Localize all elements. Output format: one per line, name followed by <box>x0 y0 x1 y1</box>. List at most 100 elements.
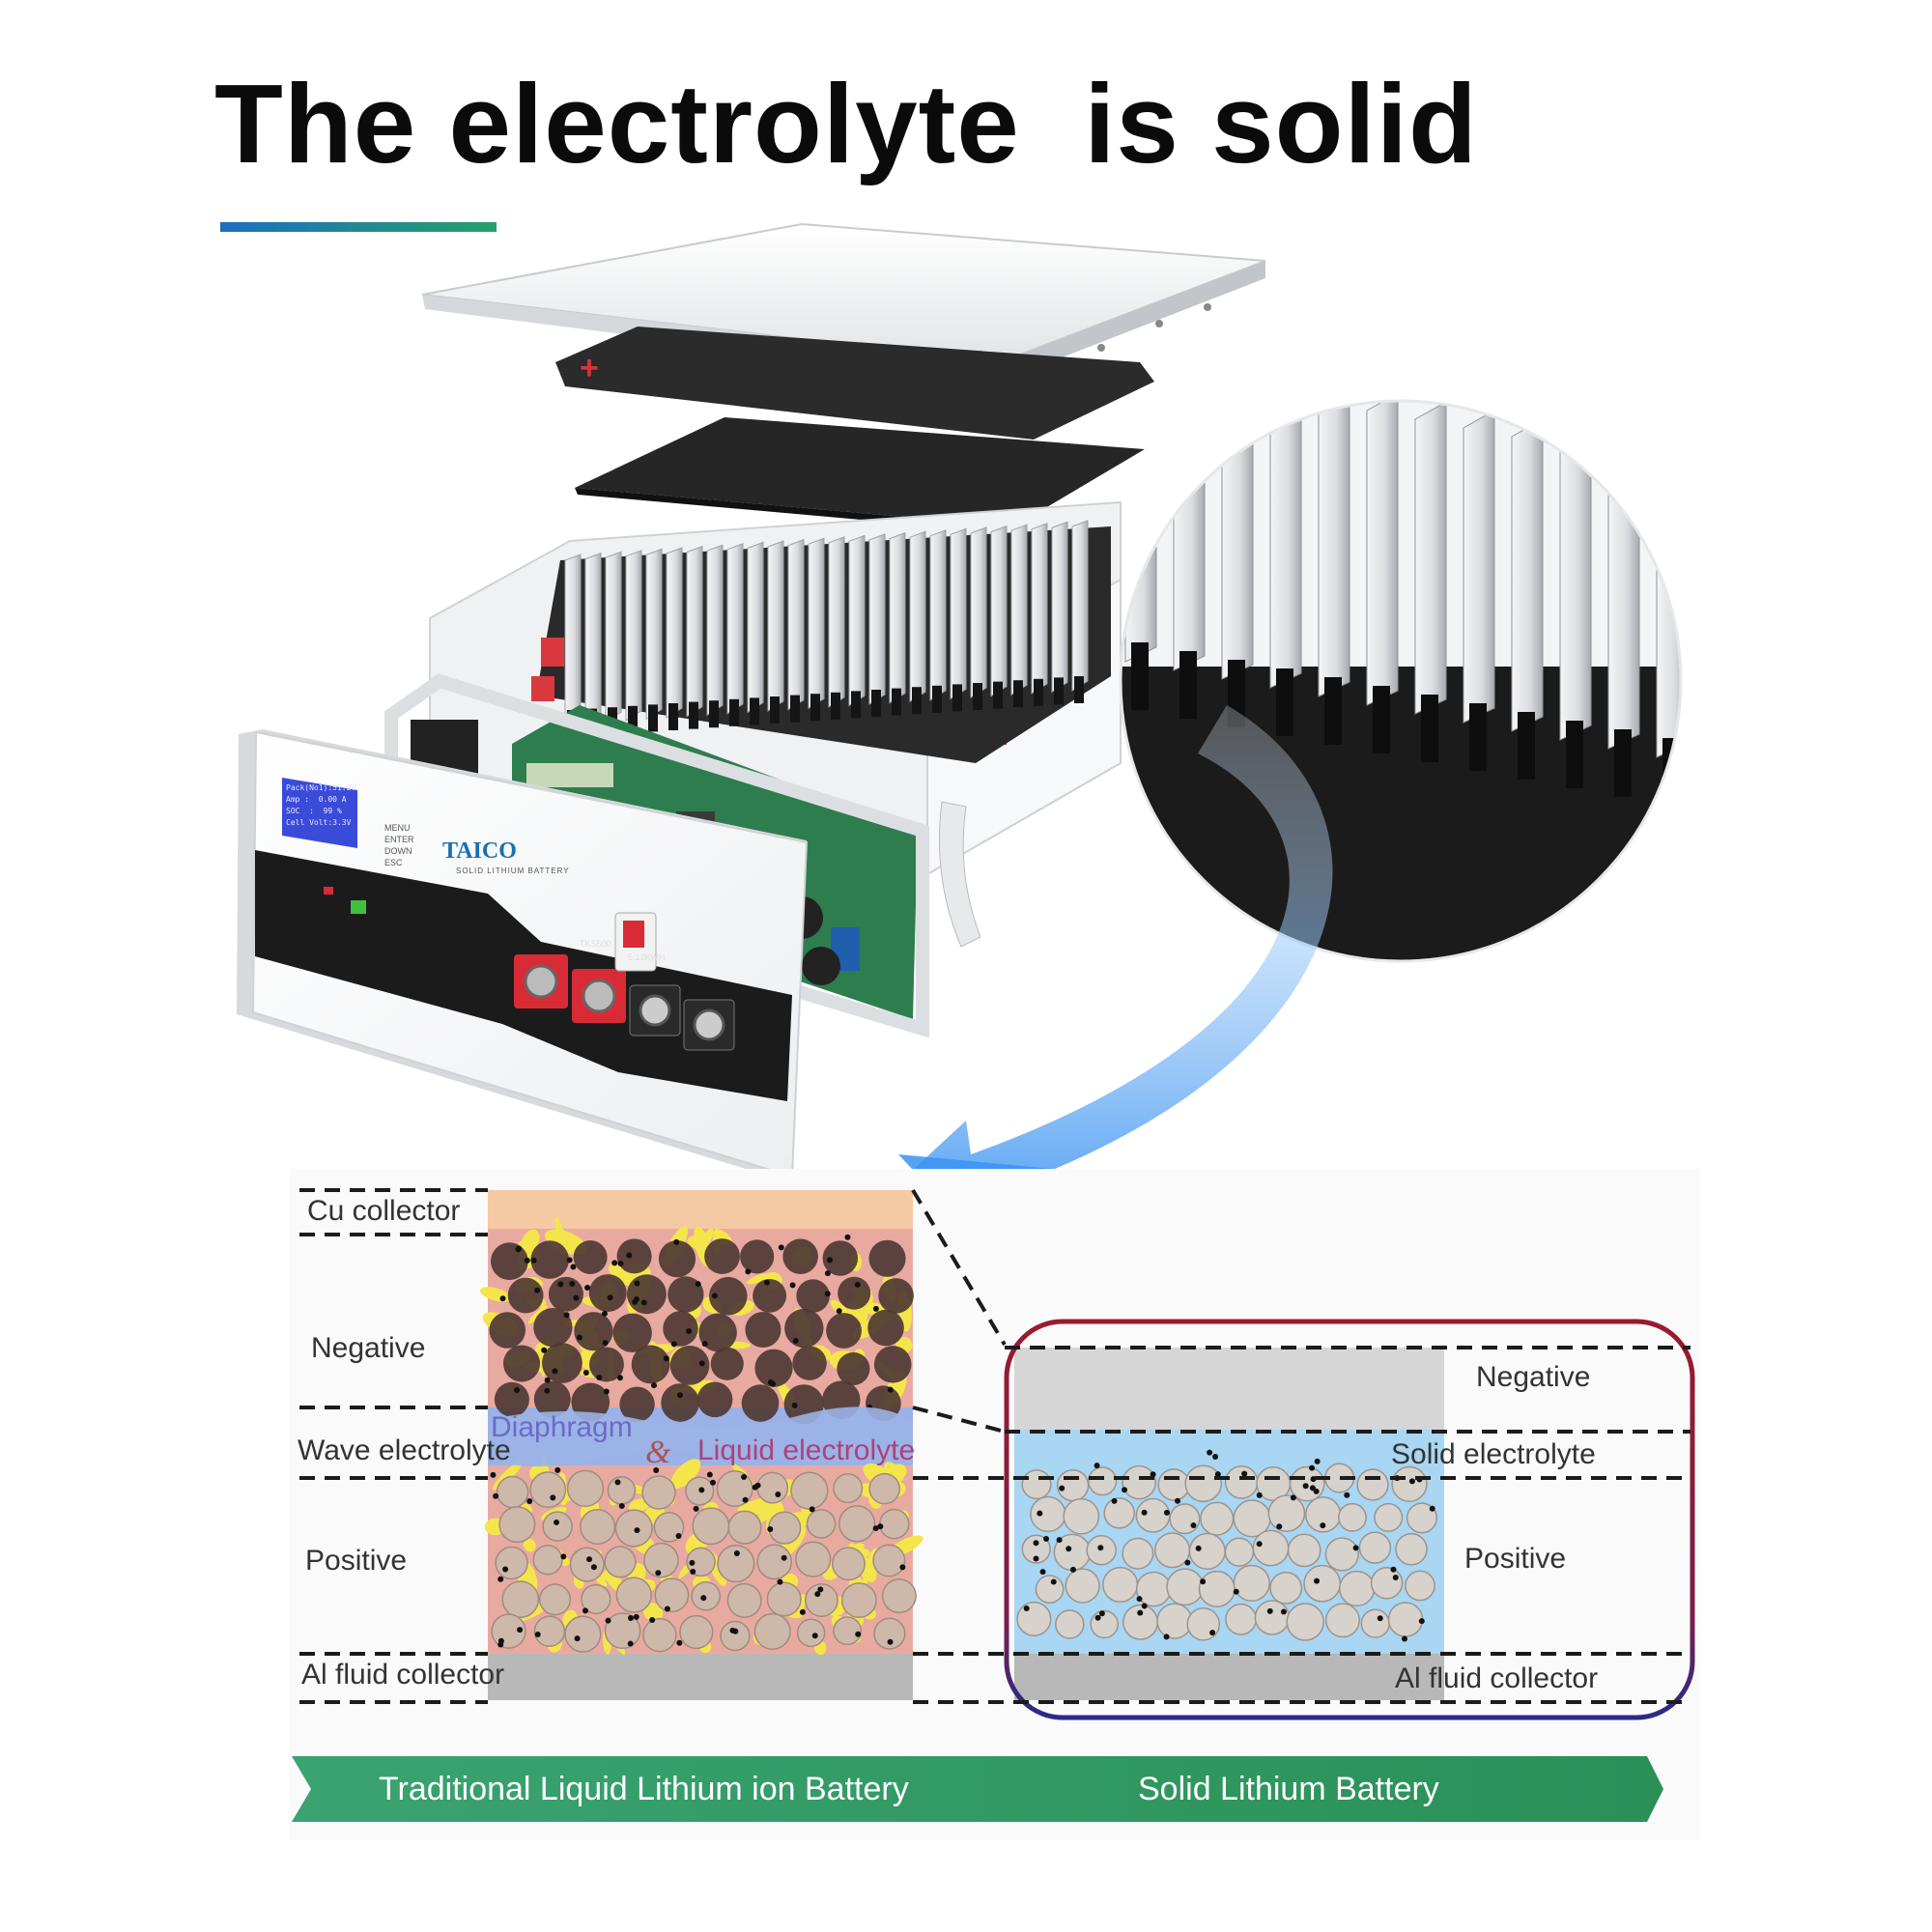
lithium-ion-dot <box>872 1525 879 1532</box>
banner-traditional-label: Traditional Liquid Lithium ion Battery <box>379 1771 909 1807</box>
positive-particle <box>838 1505 876 1543</box>
lithium-ion-dot <box>781 1554 787 1561</box>
negative-particle <box>626 1274 667 1315</box>
solid-lithium-ion-dot <box>1111 1497 1118 1504</box>
negative-particle <box>507 1277 544 1314</box>
positive-particle <box>679 1614 714 1650</box>
solid-lithium-ion-dot <box>1344 1492 1350 1498</box>
positive-particle <box>641 1475 676 1510</box>
solid-positive-particle <box>1225 1603 1258 1635</box>
positive-particle <box>496 1475 529 1509</box>
lithium-ion-dot <box>530 1257 537 1264</box>
negative-particle <box>658 1240 696 1278</box>
zoom-cell-tab <box>1711 747 1728 814</box>
negative-particle <box>573 1239 608 1274</box>
lithium-ion-dot <box>698 1360 705 1367</box>
solid-lithium-ion-dot <box>1241 1470 1248 1477</box>
positive-particle <box>542 1511 573 1542</box>
lcd-line-1: Pack(No1):51.2V <box>286 783 356 792</box>
solid-positive-particle <box>1254 1600 1291 1635</box>
cell-tab <box>628 705 638 733</box>
negative-particle <box>589 1347 624 1382</box>
lithium-ion-dot <box>855 1631 862 1637</box>
solid-lithium-ion-dot <box>1033 1540 1039 1547</box>
positive-particle <box>538 1583 572 1616</box>
solid-lithium-ion-dot <box>1233 1588 1239 1595</box>
solid-lithium-ion-dot <box>1050 1578 1057 1585</box>
binder-blob <box>643 1603 664 1622</box>
cell-fin <box>990 525 1008 697</box>
cell-tab <box>973 683 982 710</box>
positive-particle <box>615 1577 653 1613</box>
cell-fin <box>564 554 582 725</box>
solid-lithium-ion-dot <box>1418 1618 1425 1625</box>
positive-particle <box>796 1618 826 1648</box>
solid-lithium-ion-dot <box>1136 1596 1143 1603</box>
cell-tab <box>1013 680 1023 708</box>
cell-tab <box>912 687 922 715</box>
cell-tab <box>831 692 840 720</box>
lithium-ion-dot <box>789 1282 796 1289</box>
binder-blob <box>860 1321 868 1337</box>
positive-particle <box>501 1580 540 1619</box>
solid-positive-particle <box>1252 1529 1290 1567</box>
binder-blob <box>884 1462 904 1482</box>
solid-positive-particle <box>1374 1502 1404 1532</box>
electrolyte-wave <box>488 1406 913 1467</box>
lithium-ion-dot <box>767 1526 774 1533</box>
solid-lithium-ion-dot <box>1280 1608 1287 1615</box>
solid-lithium-ion-dot <box>1097 1545 1104 1551</box>
binder-blob <box>527 1305 548 1324</box>
binder-blob <box>554 1217 568 1250</box>
lithium-ion-dot <box>607 1294 613 1301</box>
positive-particle <box>692 1507 730 1546</box>
solid-positive-particle <box>1391 1465 1428 1502</box>
zoom-cell-fin <box>1124 401 1157 663</box>
lithium-ion-dot <box>582 1370 589 1377</box>
positive-particle <box>831 1547 866 1581</box>
lithium-ion-dot <box>634 1527 640 1534</box>
negative-particle <box>867 1309 904 1347</box>
solid-positive-particle <box>1135 1497 1171 1533</box>
positive-particle <box>495 1546 528 1580</box>
solid-lithium-ion-dot <box>1256 1492 1263 1498</box>
binder-blob <box>523 1538 536 1552</box>
negative-particle <box>753 1278 787 1313</box>
lithium-ion-dot <box>534 1632 541 1638</box>
lithium-ion-dot <box>695 1281 701 1288</box>
solid-negative-layer <box>1014 1348 1444 1430</box>
lithium-ion-dot <box>534 1287 541 1293</box>
solid-lithium-ion-dot <box>1141 1509 1148 1516</box>
negative-particle <box>696 1381 733 1418</box>
zoom-cell-tab <box>1566 721 1583 788</box>
lithium-ion-dot <box>836 1308 842 1315</box>
solid-positive-particle <box>1103 1497 1135 1529</box>
solid-lithium-ion-dot <box>1037 1510 1043 1517</box>
negative-particle <box>533 1380 571 1418</box>
cell-tab <box>729 698 739 726</box>
lithium-ion-dot <box>791 1402 798 1408</box>
positive-particle <box>581 1583 611 1615</box>
negative-particle <box>669 1346 710 1385</box>
solid-positive-particle <box>1166 1568 1205 1606</box>
negative-particle <box>571 1382 611 1422</box>
solid-lithium-ion-dot <box>1214 1471 1221 1478</box>
cell-tab <box>851 691 861 719</box>
solid-lithium-ion-dot <box>1408 1478 1415 1485</box>
lithium-ion-dot <box>763 1279 770 1286</box>
down-button: DOWN <box>384 846 412 856</box>
lithium-ion-dot <box>664 1605 670 1612</box>
positive-particle <box>873 1617 906 1650</box>
lithium-ion-dot <box>626 1252 633 1259</box>
solid-lithium-ion-dot <box>1122 1487 1128 1493</box>
solid-lithium-ion-dot <box>1190 1522 1197 1529</box>
solid-positive-particle <box>1338 1570 1376 1607</box>
lithium-ion-dot <box>640 1299 647 1306</box>
positive-particle <box>833 1473 864 1504</box>
lithium-ion-dot <box>611 1260 618 1266</box>
zoom-cell-fin <box>1607 436 1640 750</box>
lithium-ion-dot <box>675 1532 682 1539</box>
lithium-ion-dot <box>698 1487 705 1493</box>
lithium-ion-dot <box>887 1638 894 1645</box>
lithium-ion-dot <box>605 1617 611 1624</box>
